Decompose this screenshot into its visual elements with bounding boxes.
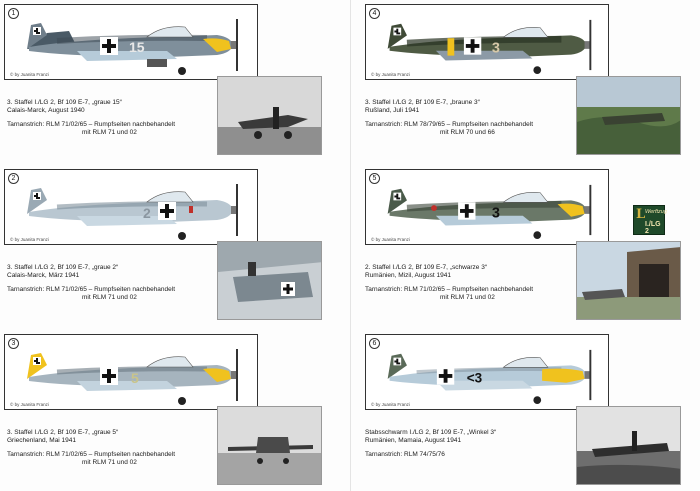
historical-photo — [576, 241, 681, 320]
caption-camouflage: Tarnanstrich: RLM 78/79/65 – Rumpfseiten… — [365, 121, 534, 128]
caption-title: 3. Staffel I./LG 2, Bf 109 E-7, „braune … — [365, 99, 480, 106]
artist-credit: © by Juanita Franzi — [371, 237, 410, 242]
historical-photo — [217, 76, 322, 155]
profile-entry-1: 1 15 © by Juanita Franzi — [0, 0, 350, 162]
werftzug-logo: L Werftzug I./LG 2 — [633, 205, 667, 235]
right-page: 4 3 © by Juanita Franzi — [350, 0, 700, 491]
profile-caption: 3. Staffel I./LG 2, Bf 109 E-7, „graue 5… — [7, 429, 207, 467]
profile-frame: 5 3 © by Juanita Franzi — [365, 169, 609, 245]
caption-place: Calais-Marck, August 1940 — [7, 107, 85, 114]
caption-title: 2. Staffel I./LG 2, Bf 109 E-7, „schwarz… — [365, 264, 487, 271]
caption-camouflage-2: mit RLM 71 und 02 — [82, 129, 137, 136]
aircraft-profile-illustration: 3 — [387, 184, 592, 239]
profile-frame: 2 2 © by Juanita Franzi — [4, 169, 258, 245]
caption-title: 3. Staffel I./LG 2, Bf 109 E-7, „graue 2… — [7, 264, 119, 271]
historical-photo — [217, 406, 322, 485]
profile-number: 5 — [369, 173, 380, 184]
caption-place: Griechenland, Mai 1941 — [7, 437, 77, 444]
profile-entry-3: 3 5 © by Juanita Franzi — [0, 330, 350, 491]
artist-credit: © by Juanita Franzi — [371, 72, 410, 77]
fuselage-code: 5 — [131, 370, 139, 386]
profile-number: 4 — [369, 8, 380, 19]
artist-credit: © by Juanita Franzi — [10, 72, 49, 77]
profile-number: 2 — [8, 173, 19, 184]
aircraft-profile-illustration: 5 — [27, 349, 238, 405]
profile-frame: 6 <3 © by Juanita Franzi — [365, 334, 609, 410]
profile-entry-2: 2 2 © by Juanita Franzi — [0, 165, 350, 327]
artist-credit: © by Juanita Franzi — [371, 402, 410, 407]
profile-frame: 1 15 © by Juanita Franzi — [4, 4, 258, 80]
profile-caption: 2. Staffel I./LG 2, Bf 109 E-7, „schwarz… — [365, 264, 565, 302]
fuselage-code: <3 — [467, 371, 483, 386]
aircraft-profile-illustration: <3 — [387, 349, 592, 404]
profile-number: 1 — [8, 8, 19, 19]
profile-number: 6 — [369, 338, 380, 349]
caption-camouflage-2: mit RLM 71 und 02 — [82, 459, 137, 466]
logo-title: Werftzug — [645, 209, 667, 215]
profile-entry-5: 5 3 © by Juanita Franzi — [351, 165, 700, 327]
profile-frame: 4 3 © by Juanita Franzi — [365, 4, 609, 80]
caption-camouflage: Tarnanstrich: RLM 71/02/65 – Rumpfseiten… — [365, 286, 534, 293]
profile-entry-4: 4 3 © by Juanita Franzi — [351, 0, 700, 162]
logo-subtitle: I./LG 2 — [645, 221, 661, 235]
historical-photo — [576, 406, 681, 485]
aircraft-profile-illustration: 2 — [27, 184, 238, 240]
profile-number: 3 — [8, 338, 19, 349]
caption-camouflage: Tarnanstrich: RLM 71/02/65 – Rumpfseiten… — [7, 121, 176, 128]
caption-camouflage: Tarnanstrich: RLM 71/02/65 – Rumpfseiten… — [7, 451, 176, 458]
caption-title: 3. Staffel I./LG 2, Bf 109 E-7, „graue 1… — [7, 99, 122, 106]
caption-place: Rußland, Juli 1941 — [365, 107, 420, 114]
fuselage-code: 3 — [492, 206, 500, 222]
caption-camouflage-2: mit RLM 71 und 02 — [82, 294, 137, 301]
profile-frame: 3 5 © by Juanita Franzi — [4, 334, 258, 410]
caption-title: Stabsschwarm I./LG 2, Bf 109 E-7, „Winke… — [365, 429, 497, 436]
profile-caption: 3. Staffel I./LG 2, Bf 109 E-7, „graue 2… — [7, 264, 207, 302]
caption-place: Rumänien, Mamaia, August 1941 — [365, 437, 462, 444]
profile-caption: 3. Staffel I./LG 2, Bf 109 E-7, „graue 1… — [7, 99, 207, 137]
fuselage-code: 15 — [129, 39, 145, 55]
artist-credit: © by Juanita Franzi — [10, 237, 49, 242]
aircraft-profile-illustration: 15 — [27, 19, 238, 75]
caption-camouflage-2: mit RLM 71 und 02 — [440, 294, 495, 301]
fuselage-code: 2 — [143, 205, 151, 221]
historical-photo — [576, 76, 681, 155]
caption-camouflage: Tarnanstrich: RLM 74/75/76 — [365, 451, 445, 458]
caption-camouflage-2: mit RLM 70 und 66 — [440, 129, 495, 136]
caption-camouflage: Tarnanstrich: RLM 71/02/65 – Rumpfseiten… — [7, 286, 176, 293]
caption-place: Calais-Marck, März 1941 — [7, 272, 80, 279]
logo-letter: L — [636, 207, 646, 222]
profile-caption: Stabsschwarm I./LG 2, Bf 109 E-7, „Winke… — [365, 429, 565, 459]
artist-credit: © by Juanita Franzi — [10, 402, 49, 407]
historical-photo — [217, 241, 322, 320]
profile-caption: 3. Staffel I./LG 2, Bf 109 E-7, „braune … — [365, 99, 565, 137]
fuselage-code: 3 — [492, 41, 500, 57]
aircraft-profile-illustration: 3 — [387, 19, 592, 74]
caption-title: 3. Staffel I./LG 2, Bf 109 E-7, „graue 5… — [7, 429, 119, 436]
profile-entry-6: 6 <3 © by Juanita Franzi — [351, 330, 700, 491]
caption-place: Rumänien, Mizil, August 1941 — [365, 272, 451, 279]
left-page: 1 15 © by Juanita Franzi — [0, 0, 350, 491]
